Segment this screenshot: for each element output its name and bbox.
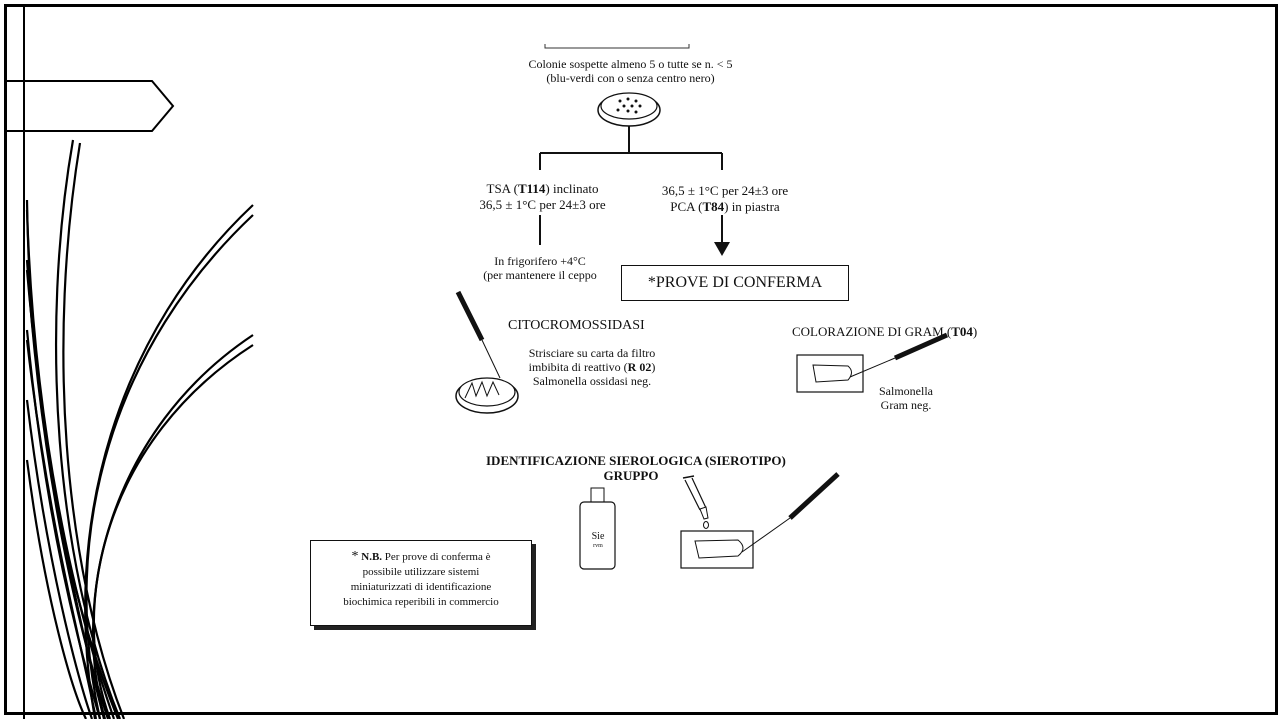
cito-line2: imbibita di reattivo (R 02) <box>528 360 656 374</box>
pca-line1: 36,5 ± 1°C per 24±3 ore <box>661 183 789 198</box>
bottle-label-line1: Sie <box>591 531 605 542</box>
colonies-label-line1: Colonie sospette almeno 5 o tutte se n. … <box>528 57 733 71</box>
arrow-banner-shape <box>7 80 175 132</box>
fridge-line1: In frigorifero +4°C <box>494 254 586 268</box>
gram-title: COLORAZIONE DI GRAM (T04) <box>792 324 978 339</box>
cito-title: CITOCROMOSSIDASI <box>508 318 645 333</box>
down-arrow-head <box>714 242 730 256</box>
tsa-line1: TSA (T114) inclinato <box>486 181 599 196</box>
oxidase-plate-icon <box>455 290 519 414</box>
colonies-label-line2: (blu-verdi con o senza centro nero) <box>546 71 715 85</box>
sero-title-line1: IDENTIFICAZIONE SIEROLOGICA (SIEROTIPO) <box>486 453 786 468</box>
flow-connectors <box>539 126 723 245</box>
serum-bottle-icon <box>579 487 616 570</box>
confirm-tests-box: *PROVE DI CONFERMA <box>621 265 849 301</box>
gram-result-line2: Gram neg. <box>880 398 932 412</box>
gram-result-line1: Salmonella <box>879 384 933 398</box>
dropper-icon <box>682 475 709 529</box>
cito-line1: Strisciare su carta da filtro <box>528 346 656 360</box>
fridge-line2: (per mantenere il ceppo <box>483 268 597 282</box>
pca-line2: PCA (T84) in piastra <box>670 199 780 214</box>
note-line1: * N.B. Per prove di conferma è <box>351 549 491 564</box>
gram-slide-icon <box>796 332 949 393</box>
slide-frame <box>4 4 1278 715</box>
note-box: * N.B. Per prove di conferma è possibile… <box>310 540 532 626</box>
cito-line3: Salmonella ossidasi neg. <box>532 374 652 388</box>
bottle-label-line2: rvm <box>593 543 603 549</box>
petri-dish-icon <box>597 92 661 127</box>
decorative-curves <box>25 139 254 719</box>
note-line4: biochimica reperibili in commercio <box>343 596 499 608</box>
agglutination-slide-icon <box>680 472 840 569</box>
tsa-line2: 36,5 ± 1°C per 24±3 ore <box>479 197 606 212</box>
note-line3: miniaturizzati di identificazione <box>350 581 492 593</box>
note-line2: possibile utilizzare sistemi <box>362 566 480 578</box>
sero-title-line2: GRUPPO <box>603 468 659 483</box>
